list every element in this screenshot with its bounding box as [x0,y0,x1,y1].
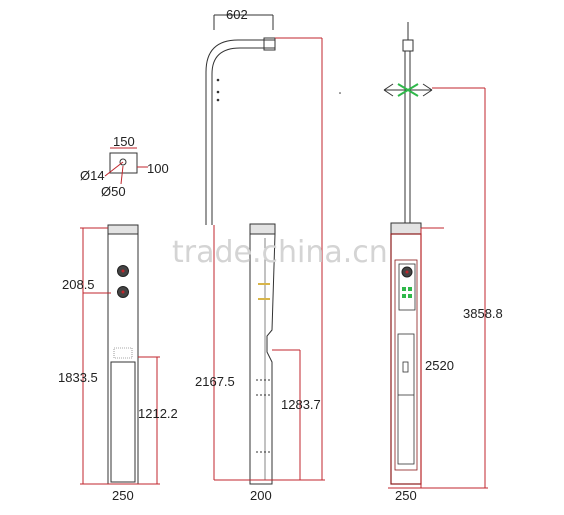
back-cap [390,222,422,235]
side-arm-outer [205,39,275,225]
back-green-block-1 [402,287,406,291]
back-arrow-right-icon [422,83,433,97]
front-lower-label: 1212.2 [138,406,178,421]
front-socket-lower-dot [121,290,125,294]
side-arm-dot-2 [216,90,220,94]
back-total-label: 3858.8 [463,306,503,321]
side-indicator-upper [258,283,270,285]
plate-center-leader [120,165,124,185]
back-width-label: 250 [395,488,417,503]
side-pole-body [249,233,276,485]
back-green-block-2 [408,287,412,291]
plate-width-label: 150 [113,134,135,149]
side-arm-inner [211,47,275,225]
back-view: 3858.8 2520 250 [383,22,503,503]
front-view: 208.5 1833.5 1212.2 250 [58,224,178,503]
side-arm-dot-3 [216,98,220,102]
back-green-block-3 [402,294,406,298]
side-total-label: 2167.5 [195,374,235,389]
mounting-plate [109,152,138,174]
plate-height-label: 100 [147,161,169,176]
side-arm-label: 602 [226,7,248,22]
side-indicator-lower [258,298,270,300]
back-door-handle [402,361,409,373]
watermark: trade.china.cn [172,235,388,270]
plate-center-label: Ø50 [101,184,126,199]
side-lower-label: 1283.7 [281,397,321,412]
side-arm-end [263,37,276,51]
front-top-label: 208.5 [62,277,95,292]
back-green-marker-icon [397,83,419,97]
side-width-label: 200 [250,488,272,503]
mounting-plate-detail: 150 100 Ø14 Ø50 [80,134,169,199]
stray-dot [339,92,341,94]
front-total-label: 1833.5 [58,370,98,385]
plate-hole-label: Ø14 [80,168,105,183]
plate-hole-leader [104,161,124,177]
front-vent-grille [113,347,133,359]
back-lower-door [397,333,415,465]
back-socket-upper-dot [405,270,409,274]
back-top-fixture [402,39,414,52]
front-width-label: 250 [112,488,134,503]
front-cap [107,224,139,235]
back-arrow-left-icon [383,83,394,97]
side-cap [249,223,276,235]
back-socket-panel [398,263,416,311]
back-inner-frame [394,259,418,471]
side-arm-dot-1 [216,78,220,82]
back-body-label: 2520 [425,358,454,373]
plate-center-hole [119,158,127,166]
back-green-block-4 [408,294,412,298]
front-socket-upper-dot [121,269,125,273]
side-view: 602 2167.5 1283.7 200 [195,7,325,503]
front-lower-panel [110,361,136,483]
